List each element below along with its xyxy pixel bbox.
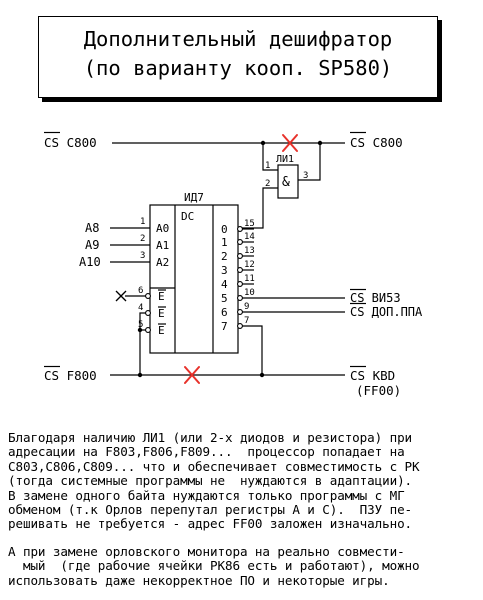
wire-li1-in1 [262, 143, 278, 171]
title-line-1: Дополнительный дешифратор [83, 27, 393, 51]
label-input-a10: A10 [79, 255, 101, 269]
label-input-a9: A9 [85, 238, 99, 252]
label-id7: ИД7 [184, 191, 204, 204]
svg-text:E: E [158, 307, 165, 320]
svg-text:5: 5 [138, 320, 143, 330]
svg-text:0: 0 [221, 223, 228, 236]
schematic-diagram: CS C800 CS C800 ЛИ1 & 1 2 3 ИД7 DC A8 A9… [44, 131, 423, 398]
wire-li1-out [298, 143, 321, 181]
svg-text:6: 6 [138, 286, 143, 296]
svg-text:3: 3 [221, 264, 228, 277]
label-dc: DC [181, 210, 194, 223]
svg-text:5: 5 [221, 292, 228, 305]
svg-text:3: 3 [140, 251, 145, 261]
label-kbd-addr: (FF00) [356, 383, 401, 398]
svg-text:12: 12 [244, 260, 255, 270]
svg-text:1: 1 [221, 236, 228, 249]
no-connect-cross [115, 290, 127, 302]
svg-text:7: 7 [244, 316, 249, 326]
svg-text:9: 9 [244, 302, 249, 312]
svg-text:6: 6 [221, 306, 228, 319]
description-paragraph-1: Благодаря наличию ЛИ1 (или 2-х диодов и … [8, 430, 420, 532]
wire-e4-e5-bridge [139, 312, 146, 331]
svg-text:13: 13 [244, 246, 255, 256]
svg-text:E: E [158, 324, 165, 337]
svg-text:1: 1 [265, 161, 270, 171]
svg-text:4: 4 [221, 278, 228, 291]
svg-text:A2: A2 [156, 256, 169, 269]
svg-text:7: 7 [221, 320, 228, 333]
description-paragraph-2: А при замене орловского монитора на реал… [8, 544, 420, 588]
label-cs-ppa: CS ДОП.ППА [350, 305, 423, 319]
label-cs-vi53: CS ВИ53 [350, 291, 401, 305]
label-input-a8: A8 [85, 221, 99, 235]
label-li1: ЛИ1 [276, 154, 294, 165]
svg-text:2: 2 [265, 179, 270, 189]
title-line-2: (по варианту кооп. SP580) [83, 56, 393, 80]
svg-text:10: 10 [244, 288, 255, 298]
wire-out7 [242, 325, 263, 375]
cut-marks [184, 134, 298, 384]
svg-text:A1: A1 [156, 239, 169, 252]
svg-text:4: 4 [138, 303, 143, 313]
label-cs-f800: CS F800 [44, 368, 97, 383]
svg-text:14: 14 [244, 232, 255, 242]
label-cs-kbd: CS KBD [350, 368, 395, 383]
svg-text:2: 2 [221, 250, 228, 263]
label-li1-symbol: & [282, 175, 290, 190]
svg-text:A0: A0 [156, 222, 169, 235]
svg-text:15: 15 [244, 219, 255, 229]
svg-text:2: 2 [140, 234, 145, 244]
svg-text:11: 11 [244, 274, 255, 284]
chip-id7 [149, 204, 239, 354]
title-box: Дополнительный дешифратор (по варианту к… [38, 16, 438, 98]
gate-li1 [277, 164, 299, 199]
wire-li1-in2 [238, 187, 278, 229]
label-cs-c800-right: CS C800 [350, 135, 403, 150]
svg-text:1: 1 [140, 217, 145, 227]
svg-text:3: 3 [303, 171, 308, 181]
svg-text:E: E [158, 290, 165, 303]
label-cs-c800-left: CS C800 [44, 135, 97, 150]
